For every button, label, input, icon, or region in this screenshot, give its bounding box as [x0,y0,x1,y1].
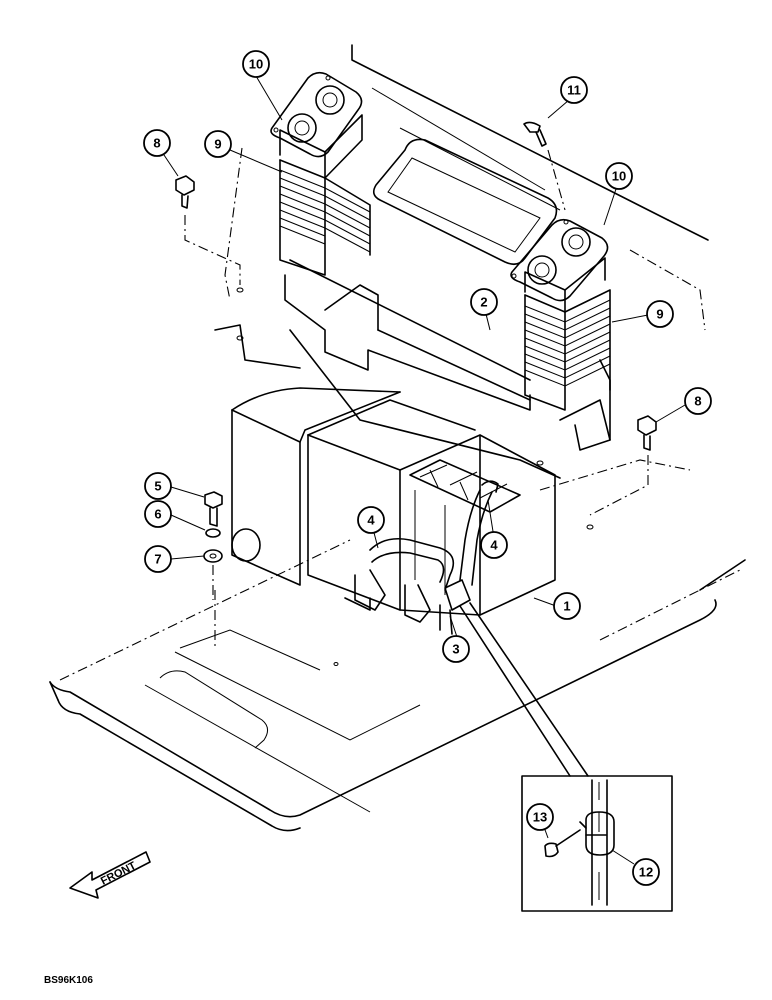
callout-9-left: 9 [204,130,232,158]
svg-text:4: 4 [490,538,498,553]
svg-text:10: 10 [612,169,626,184]
duct-assembly [284,259,611,451]
callout-2: 2 [470,288,498,316]
figure-code: BS96K106 [44,975,93,986]
callout-8-right: 8 [684,387,712,415]
lock-washer-6 [205,528,221,538]
svg-text:9: 9 [214,137,221,152]
svg-text:13: 13 [533,810,547,825]
callout-4-left: 4 [357,506,385,534]
callout-10-right: 10 [605,162,633,190]
washer-7 [203,549,223,600]
callout-3: 3 [442,635,470,663]
svg-text:7: 7 [154,552,161,567]
front-arrow-icon: FRONT [69,851,151,899]
callout-5: 5 [144,472,172,500]
callout-1: 1 [553,592,581,620]
svg-text:1: 1 [563,599,570,614]
svg-text:8: 8 [694,394,701,409]
callout-9-right: 9 [646,300,674,328]
hoses [369,480,499,635]
callout-11: 11 [560,76,588,104]
bolt-8-left [175,175,241,285]
svg-text:9: 9 [656,307,663,322]
svg-text:6: 6 [154,507,161,522]
bolt-5 [204,491,223,527]
callout-10-left: 10 [242,50,270,78]
callout-13: 13 [526,803,554,831]
bolt-8-right [589,415,657,516]
svg-text:10: 10 [249,57,263,72]
svg-text:3: 3 [452,642,459,657]
callout-8-left: 8 [143,129,171,157]
svg-text:8: 8 [153,136,160,151]
svg-text:12: 12 [639,865,653,880]
heater-unit [231,387,556,623]
svg-text:2: 2 [480,295,487,310]
detail-inset [521,775,673,912]
svg-text:4: 4 [367,513,375,528]
right-bellows-vent [510,218,611,411]
machine-frame [49,459,746,832]
svg-text:FRONT: FRONT [99,860,138,888]
svg-text:11: 11 [567,83,581,98]
callout-12: 12 [632,858,660,886]
callout-4-right: 4 [480,531,508,559]
svg-text:5: 5 [154,479,161,494]
detail-zoom-lines [459,602,589,777]
callout-7: 7 [144,545,172,573]
callout-6: 6 [144,500,172,528]
left-bellows-vent [270,71,371,276]
cab-floor-panel [214,44,709,530]
screw-11 [523,121,566,211]
